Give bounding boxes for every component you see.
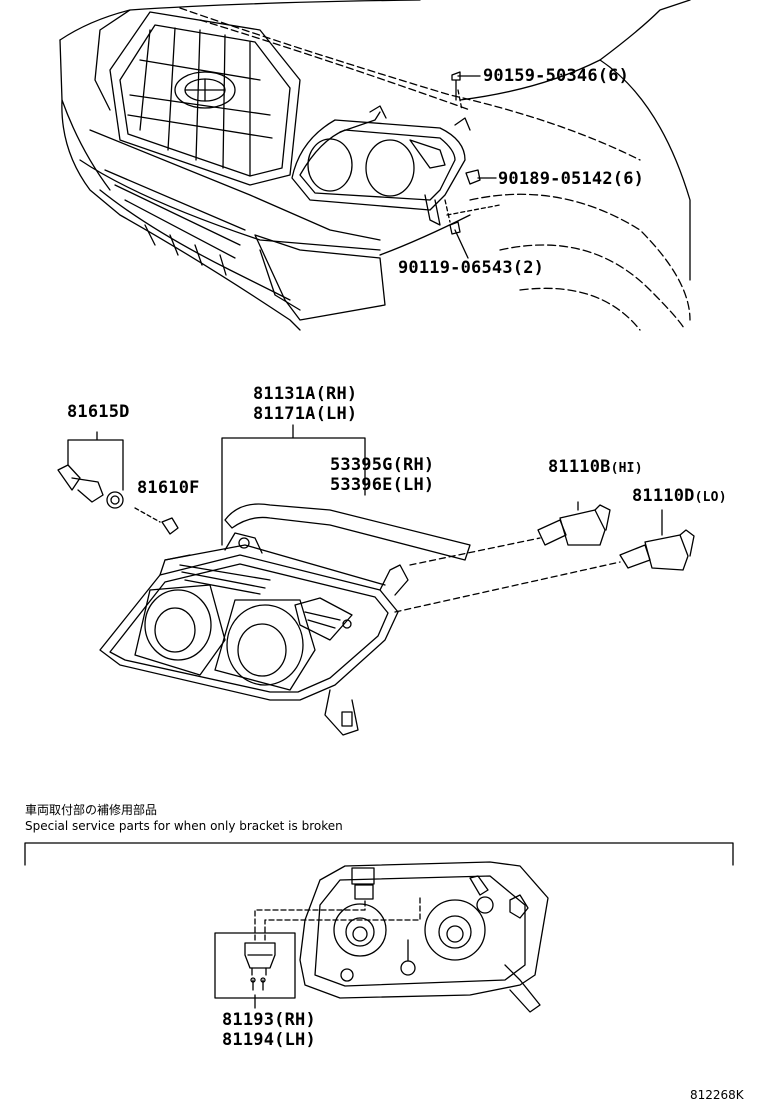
callout-81110D-suffix: (LO): [694, 490, 727, 505]
callout-81193-RH: 81193(RH): [222, 1010, 316, 1030]
service-note-english: Special service parts for when only brac…: [25, 819, 343, 833]
callout-81615D: 81615D: [67, 402, 130, 422]
callout-81131A-RH: 81131A(RH): [253, 384, 358, 404]
callout-90189-05142: 90189-05142(6): [498, 169, 645, 189]
diagram-code: 812268K: [690, 1088, 744, 1102]
service-bracket-illustration: [24, 842, 734, 1013]
callout-90119-06543: 90119-06543(2): [398, 258, 545, 278]
callout-81110D-LO: 81110D(LO): [632, 486, 727, 508]
callout-81110B-HI: 81110B(HI): [548, 457, 643, 479]
callout-90159-50346: 90159-50346(6): [483, 66, 630, 86]
callout-81171A-LH: 81171A(LH): [253, 404, 358, 424]
callout-81110D-code: 81110D: [632, 486, 695, 506]
service-note-japanese: 車両取付部の補修用部品: [25, 803, 158, 817]
headlamp-assembly-illustration: [57, 424, 695, 736]
callout-81610F: 81610F: [137, 478, 200, 498]
callout-81110B-suffix: (HI): [610, 461, 643, 476]
callout-53396E-LH: 53396E(LH): [330, 475, 435, 495]
vehicle-front-illustration: [59, 0, 691, 331]
callout-53395G-RH: 53395G(RH): [330, 455, 435, 475]
callout-81110B-code: 81110B: [548, 457, 611, 477]
callout-81194-LH: 81194(LH): [222, 1030, 316, 1050]
